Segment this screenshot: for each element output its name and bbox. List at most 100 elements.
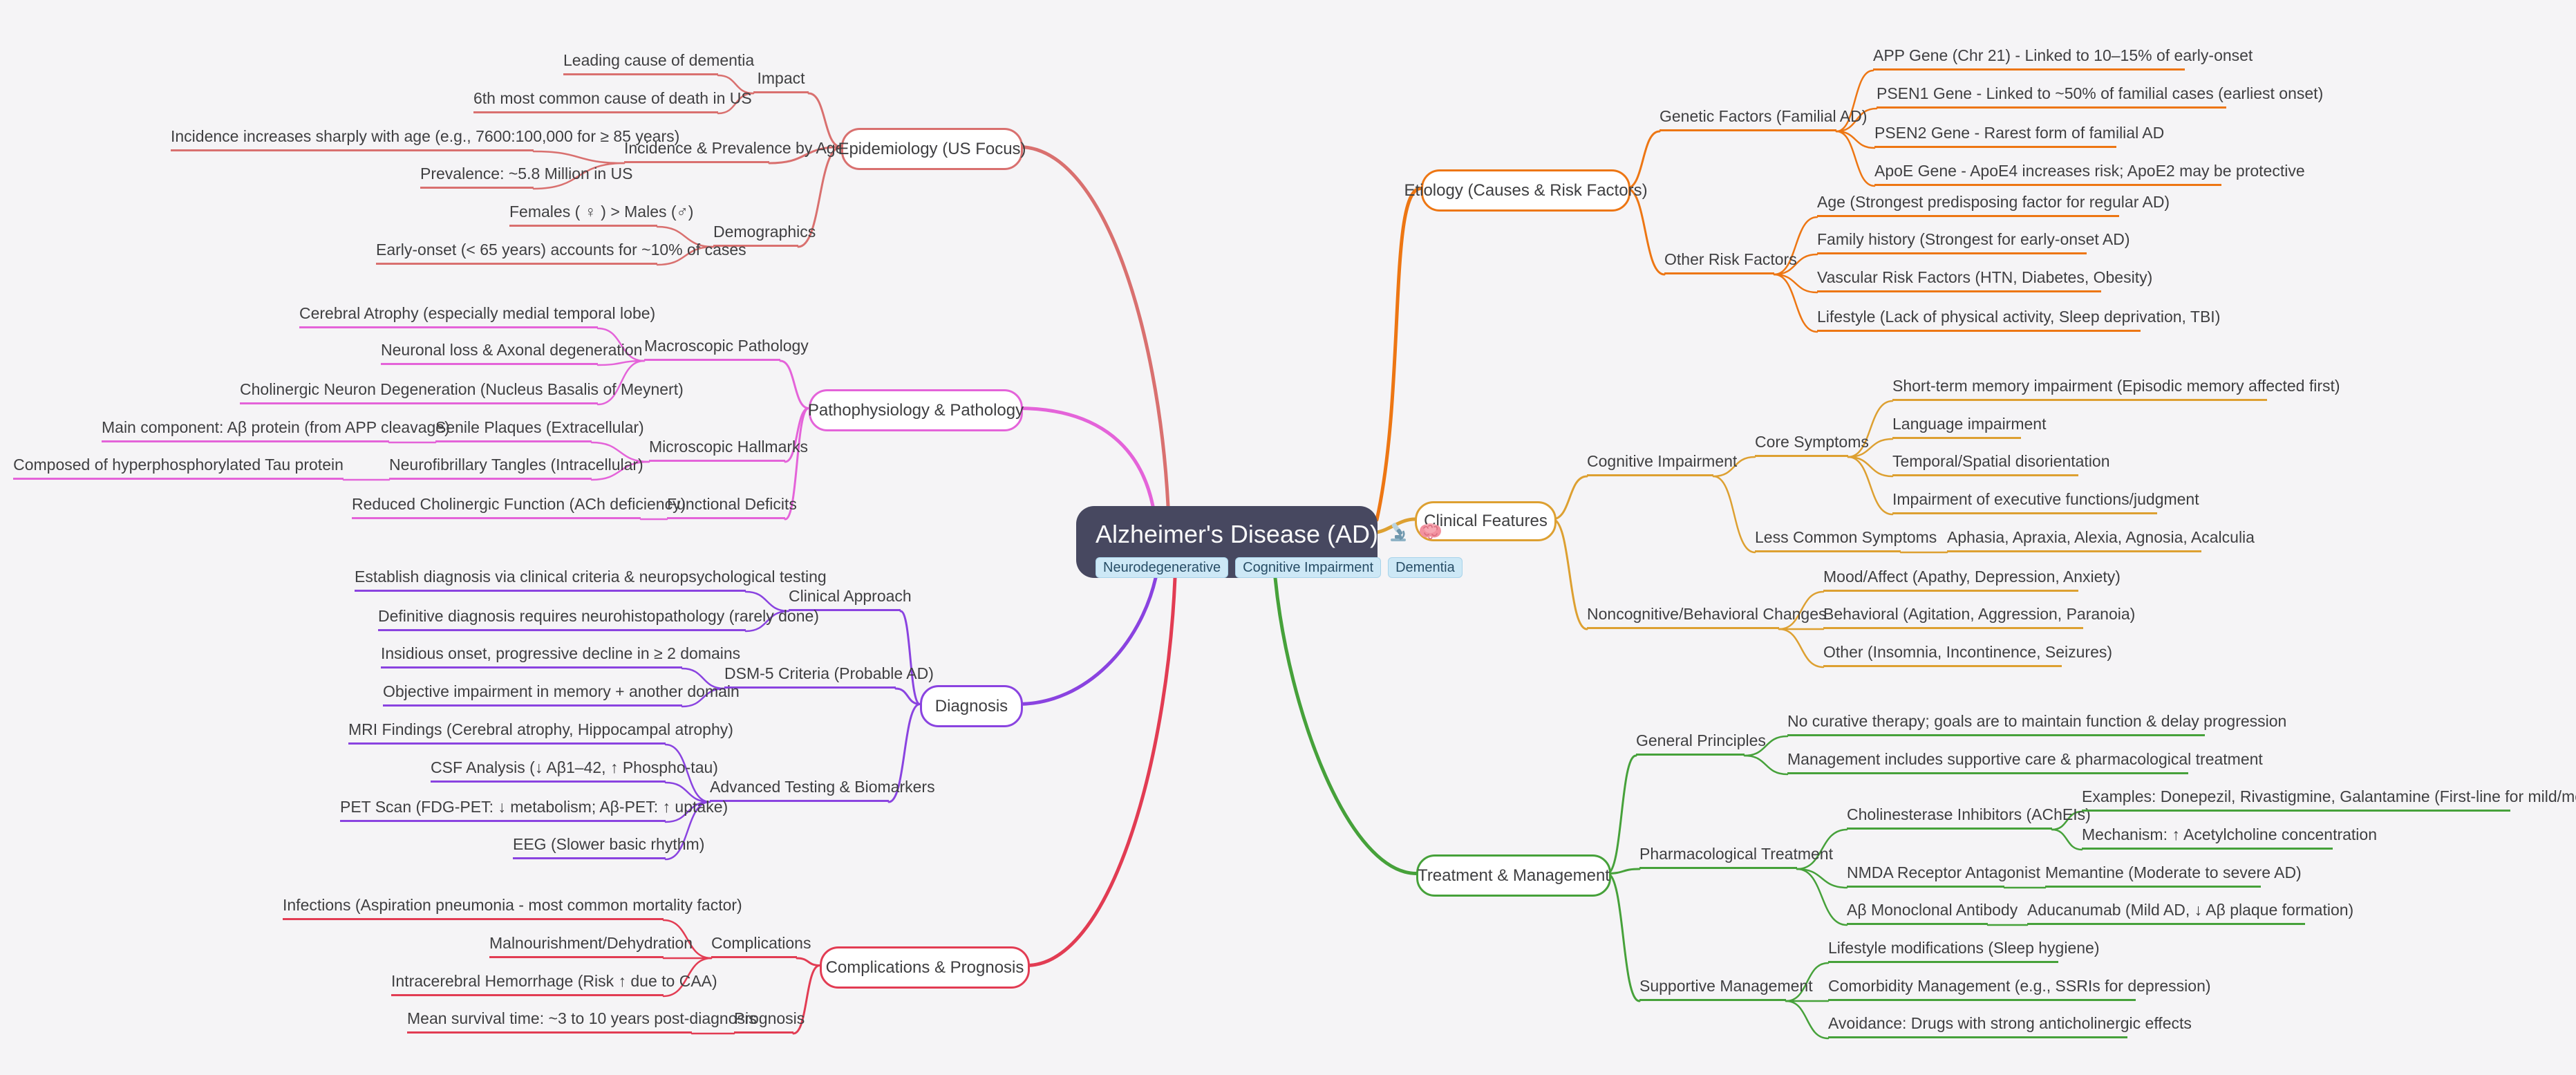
root-title-text: Alzheimer's Disease (AD) — [1096, 520, 1378, 548]
link-curve — [532, 150, 626, 165]
map-leaf-node[interactable]: Behavioral (Agitation, Aggression, Paran… — [1823, 604, 2135, 629]
branch-box[interactable]: Complications & Prognosis — [820, 946, 1030, 989]
map-leaf-node[interactable]: 6th most common cause of death in US — [473, 88, 752, 113]
map-group-node[interactable]: Complications — [711, 933, 811, 958]
map-leaf-node[interactable]: Avoidance: Drugs with strong anticholine… — [1828, 1013, 2192, 1038]
map-leaf-node[interactable]: Leading cause of dementia — [563, 50, 754, 75]
map-leaf-node[interactable]: Family history (Strongest for early-onse… — [1817, 230, 2130, 254]
map-group-node[interactable]: Impact — [753, 68, 809, 93]
map-group-node[interactable]: Demographics — [713, 222, 816, 247]
branch-box[interactable]: Pathophysiology & Pathology — [808, 389, 1024, 431]
map-group-node[interactable]: Senile Plaques (Extracellular) — [435, 418, 644, 442]
map-leaf-node[interactable]: CSF Analysis (↓ Aβ1–42, ↑ Phospho-tau) — [431, 758, 718, 783]
map-leaf-node[interactable]: Mechanism: ↑ Acetylcholine concentration — [2082, 825, 2377, 850]
map-group-node[interactable]: Functional Deficits — [667, 494, 797, 519]
link-curve — [532, 162, 626, 190]
map-leaf-node[interactable]: Aphasia, Apraxia, Alexia, Agnosia, Acalc… — [1947, 527, 2255, 552]
map-leaf-node[interactable]: Vascular Risk Factors (HTN, Diabetes, Ob… — [1817, 268, 2152, 292]
map-leaf-node[interactable]: Cholinergic Neuron Degeneration (Nucleus… — [240, 380, 684, 404]
map-group-node[interactable]: Advanced Testing & Biomarkers — [710, 777, 935, 802]
map-group-node[interactable]: Microscopic Hallmarks — [649, 437, 808, 462]
map-leaf-node[interactable]: Prevalence: ~5.8 Million in US — [420, 164, 632, 189]
branch-box[interactable]: Etiology (Causes & Risk Factors) — [1404, 169, 1648, 212]
map-group-node[interactable]: NMDA Receptor Antagonist — [1847, 863, 2040, 888]
map-group-node[interactable]: Cholinesterase Inhibitors (AChEIs) — [1847, 805, 2091, 830]
map-group-node[interactable]: General Principles — [1636, 731, 1766, 756]
map-leaf-node[interactable]: Objective impairment in memory + another… — [383, 682, 740, 707]
map-leaf-node[interactable]: Main component: Aβ protein (from APP cle… — [102, 418, 450, 442]
map-leaf-node[interactable]: Lifestyle modifications (Sleep hygiene) — [1828, 938, 2099, 963]
link-curve — [1273, 576, 1418, 875]
map-leaf-node[interactable]: Early-onset (< 65 years) accounts for ~1… — [376, 240, 746, 265]
map-leaf-node[interactable]: Memantine (Moderate to severe AD) — [2045, 863, 2302, 888]
link-curve — [1847, 456, 1894, 516]
map-group-node[interactable]: Noncognitive/Behavioral Changes — [1587, 604, 1827, 629]
map-leaf-node[interactable]: Mood/Affect (Apathy, Depression, Anxiety… — [1823, 567, 2121, 592]
map-leaf-node[interactable]: Reduced Cholinergic Function (ACh defici… — [352, 494, 686, 519]
map-leaf-node[interactable]: Temporal/Spatial disorientation — [1892, 451, 2110, 476]
map-group-node[interactable]: DSM-5 Criteria (Probable AD) — [724, 664, 934, 689]
root-topic[interactable]: Alzheimer's Disease (AD) — [1076, 506, 1463, 578]
map-group-node[interactable]: Incidence & Prevalence by Age — [624, 138, 844, 163]
map-leaf-node[interactable]: Other (Insomnia, Incontinence, Seizures) — [1823, 642, 2112, 667]
map-leaf-node[interactable]: Establish diagnosis via clinical criteri… — [355, 567, 827, 592]
map-leaf-node[interactable]: Age (Strongest predisposing factor for r… — [1817, 192, 2170, 217]
map-leaf-node[interactable]: Language impairment — [1892, 414, 2046, 439]
branch-box[interactable]: Epidemiology (US Focus) — [838, 128, 1026, 170]
map-leaf-node[interactable]: Comorbidity Management (e.g., SSRIs for … — [1828, 976, 2211, 1001]
map-group-node[interactable]: Cognitive Impairment — [1587, 451, 1737, 476]
map-group-node[interactable]: Neurofibrillary Tangles (Intracellular) — [389, 455, 643, 480]
map-leaf-node[interactable]: MRI Findings (Cerebral atrophy, Hippocam… — [348, 720, 733, 745]
map-group-node[interactable]: Aβ Monoclonal Antibody — [1847, 900, 2018, 925]
map-leaf-node[interactable]: Definitive diagnosis requires neurohisto… — [378, 606, 819, 631]
branch-box[interactable]: Diagnosis — [920, 685, 1023, 727]
map-leaf-node[interactable]: No curative therapy; goals are to mainta… — [1787, 711, 2286, 736]
map-leaf-node[interactable]: Examples: Donepezil, Rivastigmine, Galan… — [2082, 787, 2576, 812]
map-leaf-node[interactable]: PET Scan (FDG-PET: ↓ metabolism; Aβ-PET:… — [340, 797, 728, 822]
map-group-node[interactable]: Pharmacological Treatment — [1639, 844, 1833, 869]
map-leaf-node[interactable]: Mean survival time: ~3 to 10 years post-… — [407, 1009, 757, 1034]
link-curve — [1625, 187, 1666, 276]
map-leaf-node[interactable]: EEG (Slower basic rhythm) — [513, 834, 704, 859]
link-curve — [744, 610, 790, 633]
map-leaf-node[interactable]: Composed of hyperphosphorylated Tau prot… — [13, 455, 344, 480]
link-curve — [1773, 216, 1818, 276]
map-leaf-node[interactable]: Malnourishment/Dehydration — [489, 933, 693, 958]
map-leaf-node[interactable]: APP Gene (Chr 21) - Linked to 10–15% of … — [1873, 46, 2253, 71]
map-leaf-node[interactable]: Cerebral Atrophy (especially medial temp… — [299, 303, 655, 328]
link-curve — [1835, 69, 1874, 133]
link-curve — [596, 359, 646, 366]
map-leaf-node[interactable]: Intracerebral Hemorrhage (Risk ↑ due to … — [391, 971, 717, 996]
map-group-node[interactable]: Less Common Symptoms — [1755, 527, 1937, 552]
map-group-node[interactable]: Other Risk Factors — [1664, 250, 1797, 274]
map-group-node[interactable]: Supportive Management — [1639, 976, 1813, 1001]
link-curve — [2051, 828, 2083, 851]
brain-icon — [1418, 521, 1443, 548]
map-leaf-node[interactable]: Aducanumab (Mild AD, ↓ Aβ plaque formati… — [2027, 900, 2353, 925]
map-leaf-node[interactable]: Short-term memory impairment (Episodic m… — [1892, 376, 2340, 401]
branch-box[interactable]: Clinical Features — [1415, 501, 1557, 541]
map-group-node[interactable]: Macroscopic Pathology — [644, 336, 809, 361]
map-leaf-node[interactable]: Management includes supportive care & ph… — [1787, 749, 2263, 774]
map-leaf-node[interactable]: Lifestyle (Lack of physical activity, Sl… — [1817, 307, 2220, 332]
map-leaf-node[interactable]: ApoE Gene - ApoE4 increases risk; ApoE2 … — [1874, 161, 2305, 186]
branch-box[interactable]: Treatment & Management — [1416, 854, 1611, 897]
map-leaf-node[interactable]: Females ( ♀ ) > Males (♂) — [509, 202, 693, 227]
map-leaf-node[interactable]: Insidious onset, progressive decline in … — [381, 644, 740, 669]
map-leaf-node[interactable]: PSEN2 Gene - Rarest form of familial AD — [1874, 123, 2164, 148]
link-curve — [681, 687, 726, 708]
map-leaf-node[interactable]: Neuronal loss & Axonal degeneration — [381, 340, 642, 365]
map-leaf-node[interactable]: Infections (Aspiration pneumonia - most … — [283, 895, 742, 920]
map-group-node[interactable]: Prognosis — [734, 1009, 805, 1034]
map-group-node[interactable]: Core Symptoms — [1755, 432, 1869, 457]
map-group-node[interactable]: Genetic Factors (Familial AD) — [1660, 106, 1867, 131]
link-curve — [656, 225, 715, 248]
map-leaf-node[interactable]: Impairment of executive functions/judgme… — [1892, 489, 2199, 514]
link-curve — [1835, 130, 1876, 187]
link-curve — [1796, 868, 1848, 926]
map-group-node[interactable]: Clinical Approach — [789, 586, 912, 611]
map-leaf-node[interactable]: Incidence increases sharply with age (e.… — [171, 127, 679, 151]
map-leaf-node[interactable]: PSEN1 Gene - Linked to ~50% of familial … — [1877, 84, 2323, 109]
